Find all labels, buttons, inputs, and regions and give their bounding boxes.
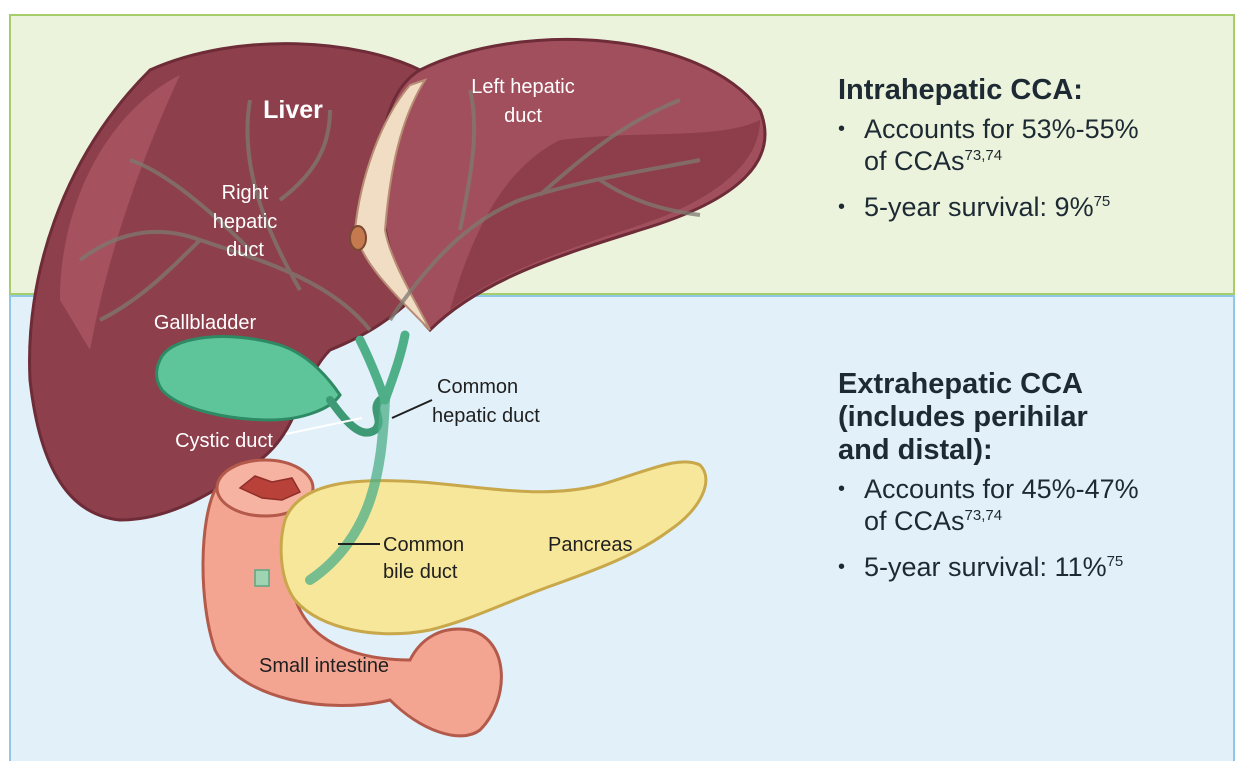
intrahepatic-proportion-text2: of CCAs bbox=[864, 146, 965, 176]
label-left-hepatic-duct-line1: Left hepatic bbox=[471, 76, 574, 98]
ligamentum-teres bbox=[350, 226, 366, 250]
label-common-hepatic-duct-line2: hepatic duct bbox=[432, 405, 540, 427]
extrahepatic-title-line2: (includes perihilar bbox=[838, 401, 1088, 433]
extrahepatic-proportion-text2: of CCAs bbox=[864, 506, 965, 536]
extrahepatic-proportion-ref: 73,74 bbox=[965, 507, 1003, 524]
bullet-icon: • bbox=[838, 113, 845, 145]
cystic-duct-shape bbox=[330, 400, 380, 433]
bullet-icon: • bbox=[838, 191, 845, 223]
label-liver: Liver bbox=[263, 96, 323, 124]
intrahepatic-proportion-ref: 73,74 bbox=[965, 147, 1003, 164]
label-right-hepatic-duct-line1: Right bbox=[222, 182, 269, 204]
extrahepatic-info: Extrahepatic CCA (includes perihilar and… bbox=[838, 368, 1218, 597]
extrahepatic-list: • Accounts for 45%-47% of CCAs73,74 • 5-… bbox=[838, 473, 1218, 583]
common-hepatic-duct-pointer bbox=[392, 400, 432, 418]
extrahepatic-proportion-text: Accounts for 45%-47% bbox=[864, 474, 1139, 504]
label-left-hepatic-duct-line2: duct bbox=[504, 105, 542, 127]
label-common-bile-duct-line1: Common bbox=[383, 534, 464, 556]
label-common-hepatic-duct-line1: Common bbox=[437, 376, 518, 398]
extrahepatic-title-line1: Extrahepatic CCA bbox=[838, 368, 1083, 400]
intrahepatic-title: Intrahepatic CCA: bbox=[838, 74, 1218, 107]
intrahepatic-list: • Accounts for 53%-55% of CCAs73,74 • 5-… bbox=[838, 113, 1218, 223]
bullet-icon: • bbox=[838, 473, 845, 505]
extrahepatic-title-line3: and distal): bbox=[838, 434, 993, 466]
label-right-hepatic-duct-line3: duct bbox=[226, 239, 264, 261]
list-item: • Accounts for 45%-47% of CCAs73,74 bbox=[838, 473, 1218, 537]
intrahepatic-info: Intrahepatic CCA: • Accounts for 53%-55%… bbox=[838, 74, 1218, 237]
extrahepatic-survival-ref: 75 bbox=[1107, 553, 1124, 570]
label-right-hepatic-duct-line2: hepatic bbox=[213, 211, 278, 233]
intrahepatic-survival-ref: 75 bbox=[1094, 193, 1111, 210]
label-common-bile-duct-line2: bile duct bbox=[383, 561, 458, 583]
label-small-intestine: Small intestine bbox=[259, 655, 389, 677]
list-item: • 5-year survival: 9%75 bbox=[838, 191, 1218, 223]
intrahepatic-survival-text: 5-year survival: 9% bbox=[864, 192, 1094, 222]
intrahepatic-proportion-text: Accounts for 53%-55% bbox=[864, 114, 1139, 144]
list-item: • 5-year survival: 11%75 bbox=[838, 551, 1218, 583]
extrahepatic-survival-text: 5-year survival: 11% bbox=[864, 552, 1107, 582]
hepatic-ducts-shape bbox=[360, 335, 405, 400]
label-pancreas: Pancreas bbox=[548, 534, 633, 556]
duct-end-marker bbox=[255, 570, 269, 586]
bullet-icon: • bbox=[838, 551, 845, 583]
label-gallbladder: Gallbladder bbox=[154, 312, 257, 334]
extrahepatic-title: Extrahepatic CCA (includes perihilar and… bbox=[838, 368, 1218, 467]
label-cystic-duct: Cystic duct bbox=[175, 430, 273, 452]
list-item: • Accounts for 53%-55% of CCAs73,74 bbox=[838, 113, 1218, 177]
